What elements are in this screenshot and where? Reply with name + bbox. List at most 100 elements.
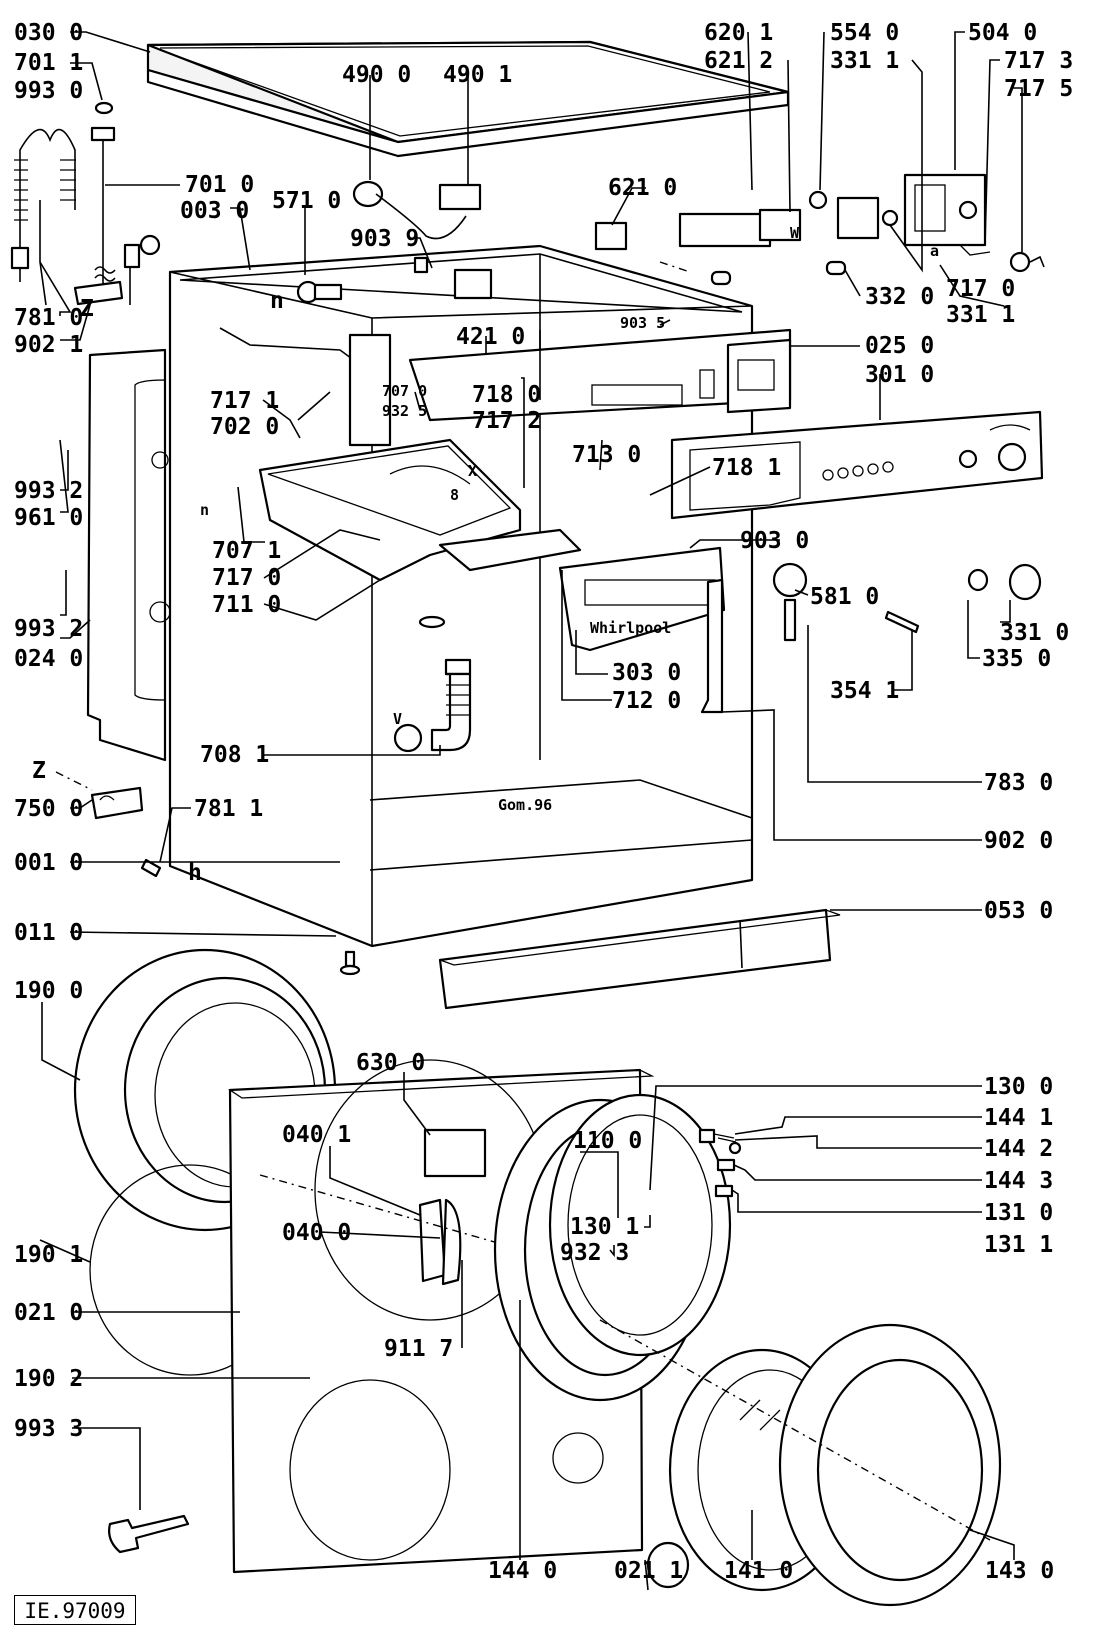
part-label: 911 7 [384,1336,453,1362]
part-label: 110 0 [573,1128,642,1154]
mains-filter-cables [352,180,493,300]
part-label: 421 0 [456,324,525,350]
part-label: 717 5 [1004,76,1073,102]
part-label: 717 2 [472,408,541,434]
part-label: 707 1 [212,538,281,564]
part-label: 903 9 [350,226,419,252]
part-label: 902 0 [984,828,1053,854]
part-label: 902 1 [14,332,83,358]
part-label: 130 1 [570,1214,639,1240]
mark-z2: Z [32,758,46,784]
part-label: 003 0 [180,198,249,224]
part-label: 717 0 [946,276,1015,302]
part-label: 993 2 [14,478,83,504]
part-label: 993 2 [14,616,83,642]
part-label: 190 1 [14,1242,83,1268]
part-label: 717 0 [212,565,281,591]
part-label: 332 0 [865,284,934,310]
part-label: 131 0 [984,1200,1053,1226]
control-panel-fascia [670,410,1044,520]
part-label: 571 0 [272,188,341,214]
reference-code-box: IE.97009 [14,1595,136,1625]
part-label: 781 0 [14,305,83,331]
part-label: 001 0 [14,850,83,876]
mark-z1: Z [80,296,94,322]
part-label: 024 0 [14,646,83,672]
part-label: 701 0 [185,172,254,198]
door-lock-rod [73,126,161,306]
part-label: 708 1 [200,742,269,768]
panel-cap [646,1541,690,1589]
mark-8: 8 [450,486,459,504]
brand-logo: Whirlpool [590,619,671,637]
part-label: 554 0 [830,20,899,46]
part-label: 961 0 [14,505,83,531]
part-label: 190 0 [14,978,83,1004]
part-label: 707 0 [382,382,427,400]
part-label: 621 2 [704,48,773,74]
part-label: 144 2 [984,1136,1053,1162]
part-label: 011 0 [14,920,83,946]
manufacture-stamp: Gom.96 [498,796,552,814]
letter-marks: n Z W a X 8 n V Z h Whirlpool Gom.96 [32,224,939,886]
part-label: 053 0 [984,898,1053,924]
part-label: 040 1 [282,1122,351,1148]
door-outer-ring [548,1093,732,1357]
part-label: 144 0 [488,1558,557,1584]
cable-clamp-bracket [700,578,724,714]
part-label: 143 0 [985,1558,1054,1584]
part-labels: 030 0 701 1 993 0 490 0 490 1 620 1 621 … [14,20,1073,1584]
part-label: 711 0 [212,592,281,618]
pressure-switch [772,562,808,642]
part-label: 331 1 [946,302,1015,328]
part-label: 620 1 [704,20,773,46]
dispenser-hose [393,658,472,753]
part-label: 331 1 [830,48,899,74]
part-label: 783 0 [984,770,1053,796]
part-label: 301 0 [865,362,934,388]
part-label: 702 0 [210,414,279,440]
part-label: 490 0 [342,62,411,88]
part-label: 144 3 [984,1168,1053,1194]
spanner-tool [108,1514,190,1554]
switch-board [591,338,792,414]
mark-h: h [188,860,202,886]
part-label: 190 2 [14,1366,83,1392]
part-label: 903 5 [620,314,665,332]
door-lock-switch [296,280,343,304]
part-label: 621 0 [608,175,677,201]
side-panel [86,348,171,762]
part-label: 040 0 [282,1220,351,1246]
programmer-timer [903,173,1045,273]
thermostat-probe [884,610,920,634]
mark-w: W [790,224,800,242]
part-label: 021 0 [14,1300,83,1326]
part-label: 354 1 [830,678,899,704]
part-label: 993 3 [14,1416,83,1442]
part-label: 630 0 [356,1050,425,1076]
plinth-panel [438,908,841,1010]
part-label: 335 0 [982,646,1051,672]
part-label: 581 0 [810,584,879,610]
part-label: 701 1 [14,50,83,76]
part-label: 021 1 [614,1558,683,1584]
part-label: 718 1 [712,455,781,481]
part-label: 131 1 [984,1232,1053,1258]
part-label: 331 0 [1000,620,1069,646]
part-label: 993 0 [14,78,83,104]
cabinet-frame [168,244,792,948]
mark-x: X [468,462,477,480]
part-label: 144 1 [984,1105,1053,1131]
part-label: 713 0 [572,442,641,468]
hinge-hardware [698,1128,742,1198]
part-label: 717 1 [210,388,279,414]
part-label: 303 0 [612,660,681,686]
mark-a: a [930,242,939,260]
door-trim-ring [599,1319,1002,1607]
mark-v: V [393,710,402,728]
part-label: 932 3 [560,1240,629,1266]
part-label: 130 0 [984,1074,1053,1100]
leader-lines [39,31,1023,1591]
